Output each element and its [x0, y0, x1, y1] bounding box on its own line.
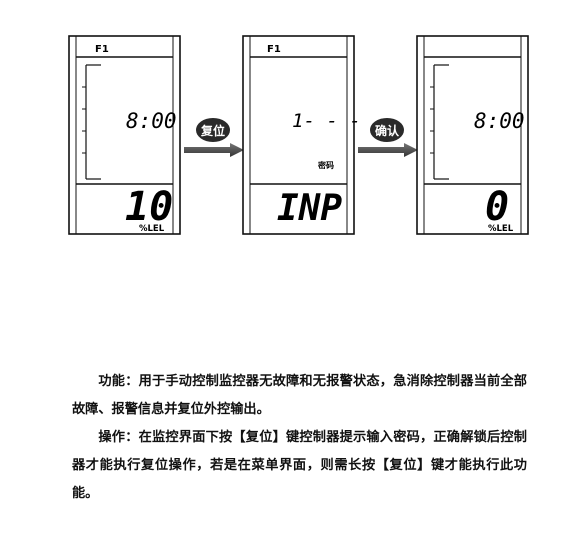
reset-button-label: 复位 — [200, 123, 225, 138]
level-scale — [430, 64, 449, 180]
password-entry: 1- - - — [292, 110, 361, 132]
function-description: 功能：用于手动控制监控器无故障和无报警状态，急消除控制器当前全部故障、报警信息并… — [72, 374, 527, 417]
reset-button[interactable]: 复位 — [196, 118, 230, 142]
lcd-screen-2: F1 1- - - 密码 INP — [242, 35, 361, 235]
screen2-f-label: F1 — [267, 44, 281, 55]
screen1-f-label: F1 — [95, 44, 109, 55]
screen3-time: 8:00 — [474, 109, 525, 133]
password-label: 密码 — [317, 160, 334, 170]
screen1-big-value: 10 — [125, 184, 173, 230]
level-scale — [82, 64, 101, 180]
confirm-arrow — [358, 143, 418, 157]
confirm-button-label: 确认 — [375, 123, 400, 138]
operation-description: 操作：在监控界面下按【复位】键控制器提示输入密码，正确解锁后控制器才能执行复位操… — [72, 430, 527, 501]
operation-diagram: F1 8:00 10 %LEL 复位 F1 1- - - 密码 INP 确认 — [68, 35, 529, 235]
lcd-screen-3: 8:00 0 %LEL — [416, 35, 529, 235]
screen2-big-value: INP — [277, 188, 342, 229]
description-block: 功能：用于手动控制监控器无故障和无报警状态，急消除控制器当前全部故障、报警信息并… — [72, 368, 527, 508]
screen1-unit: %LEL — [139, 224, 165, 234]
reset-arrow — [184, 143, 244, 157]
confirm-button[interactable]: 确认 — [370, 118, 404, 142]
lcd-screen-1: F1 8:00 10 %LEL — [68, 35, 181, 235]
screen3-big-value: 0 — [485, 184, 509, 230]
screen3-unit: %LEL — [488, 224, 514, 234]
screen1-time: 8:00 — [126, 109, 177, 133]
